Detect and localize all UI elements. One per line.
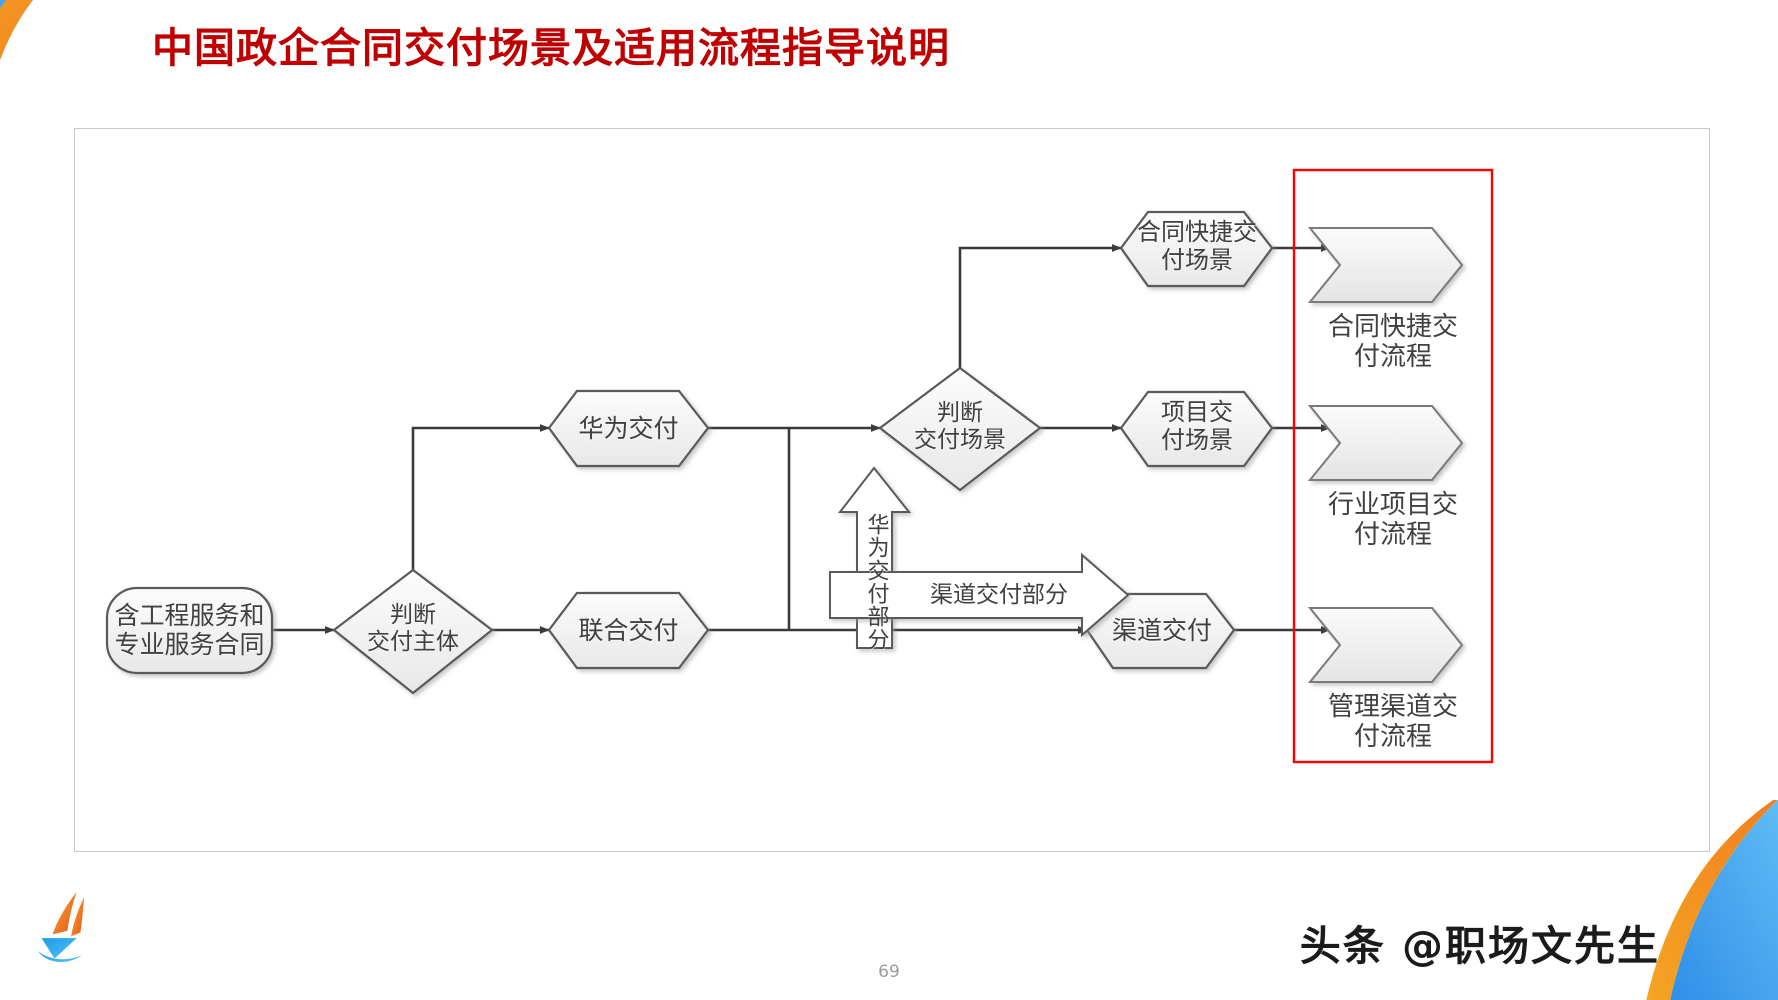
node-joint-delivery-shape xyxy=(547,591,710,670)
flow-chevron-quick-shape xyxy=(1307,227,1464,303)
node-decision-scenario-shape xyxy=(878,366,1042,492)
band-arrow-huawei-part xyxy=(837,466,912,649)
watermark-text: 头条 @职场文先生 xyxy=(1299,922,1660,970)
node-huawei-delivery-shape xyxy=(547,389,710,468)
flow-chevron-channel-shape xyxy=(1307,607,1464,683)
flow-chevron-industry-shape xyxy=(1307,405,1464,481)
edge-scenario-to-quick xyxy=(958,244,1122,368)
node-decision-subject-shape xyxy=(332,568,494,695)
page-title: 中国政企合同交付场景及适用流程指导说明 xyxy=(152,24,950,72)
page-number: 69 xyxy=(878,962,900,982)
highlight-box xyxy=(1292,168,1494,764)
node-scenario-project-shape xyxy=(1119,390,1274,468)
node-scenario-quick-shape xyxy=(1119,210,1274,288)
node-start-shape xyxy=(105,586,274,675)
band-arrow-channel-part xyxy=(829,552,1130,638)
edge-decision-to-huawei xyxy=(411,424,550,570)
sailboat-logo xyxy=(37,891,85,963)
